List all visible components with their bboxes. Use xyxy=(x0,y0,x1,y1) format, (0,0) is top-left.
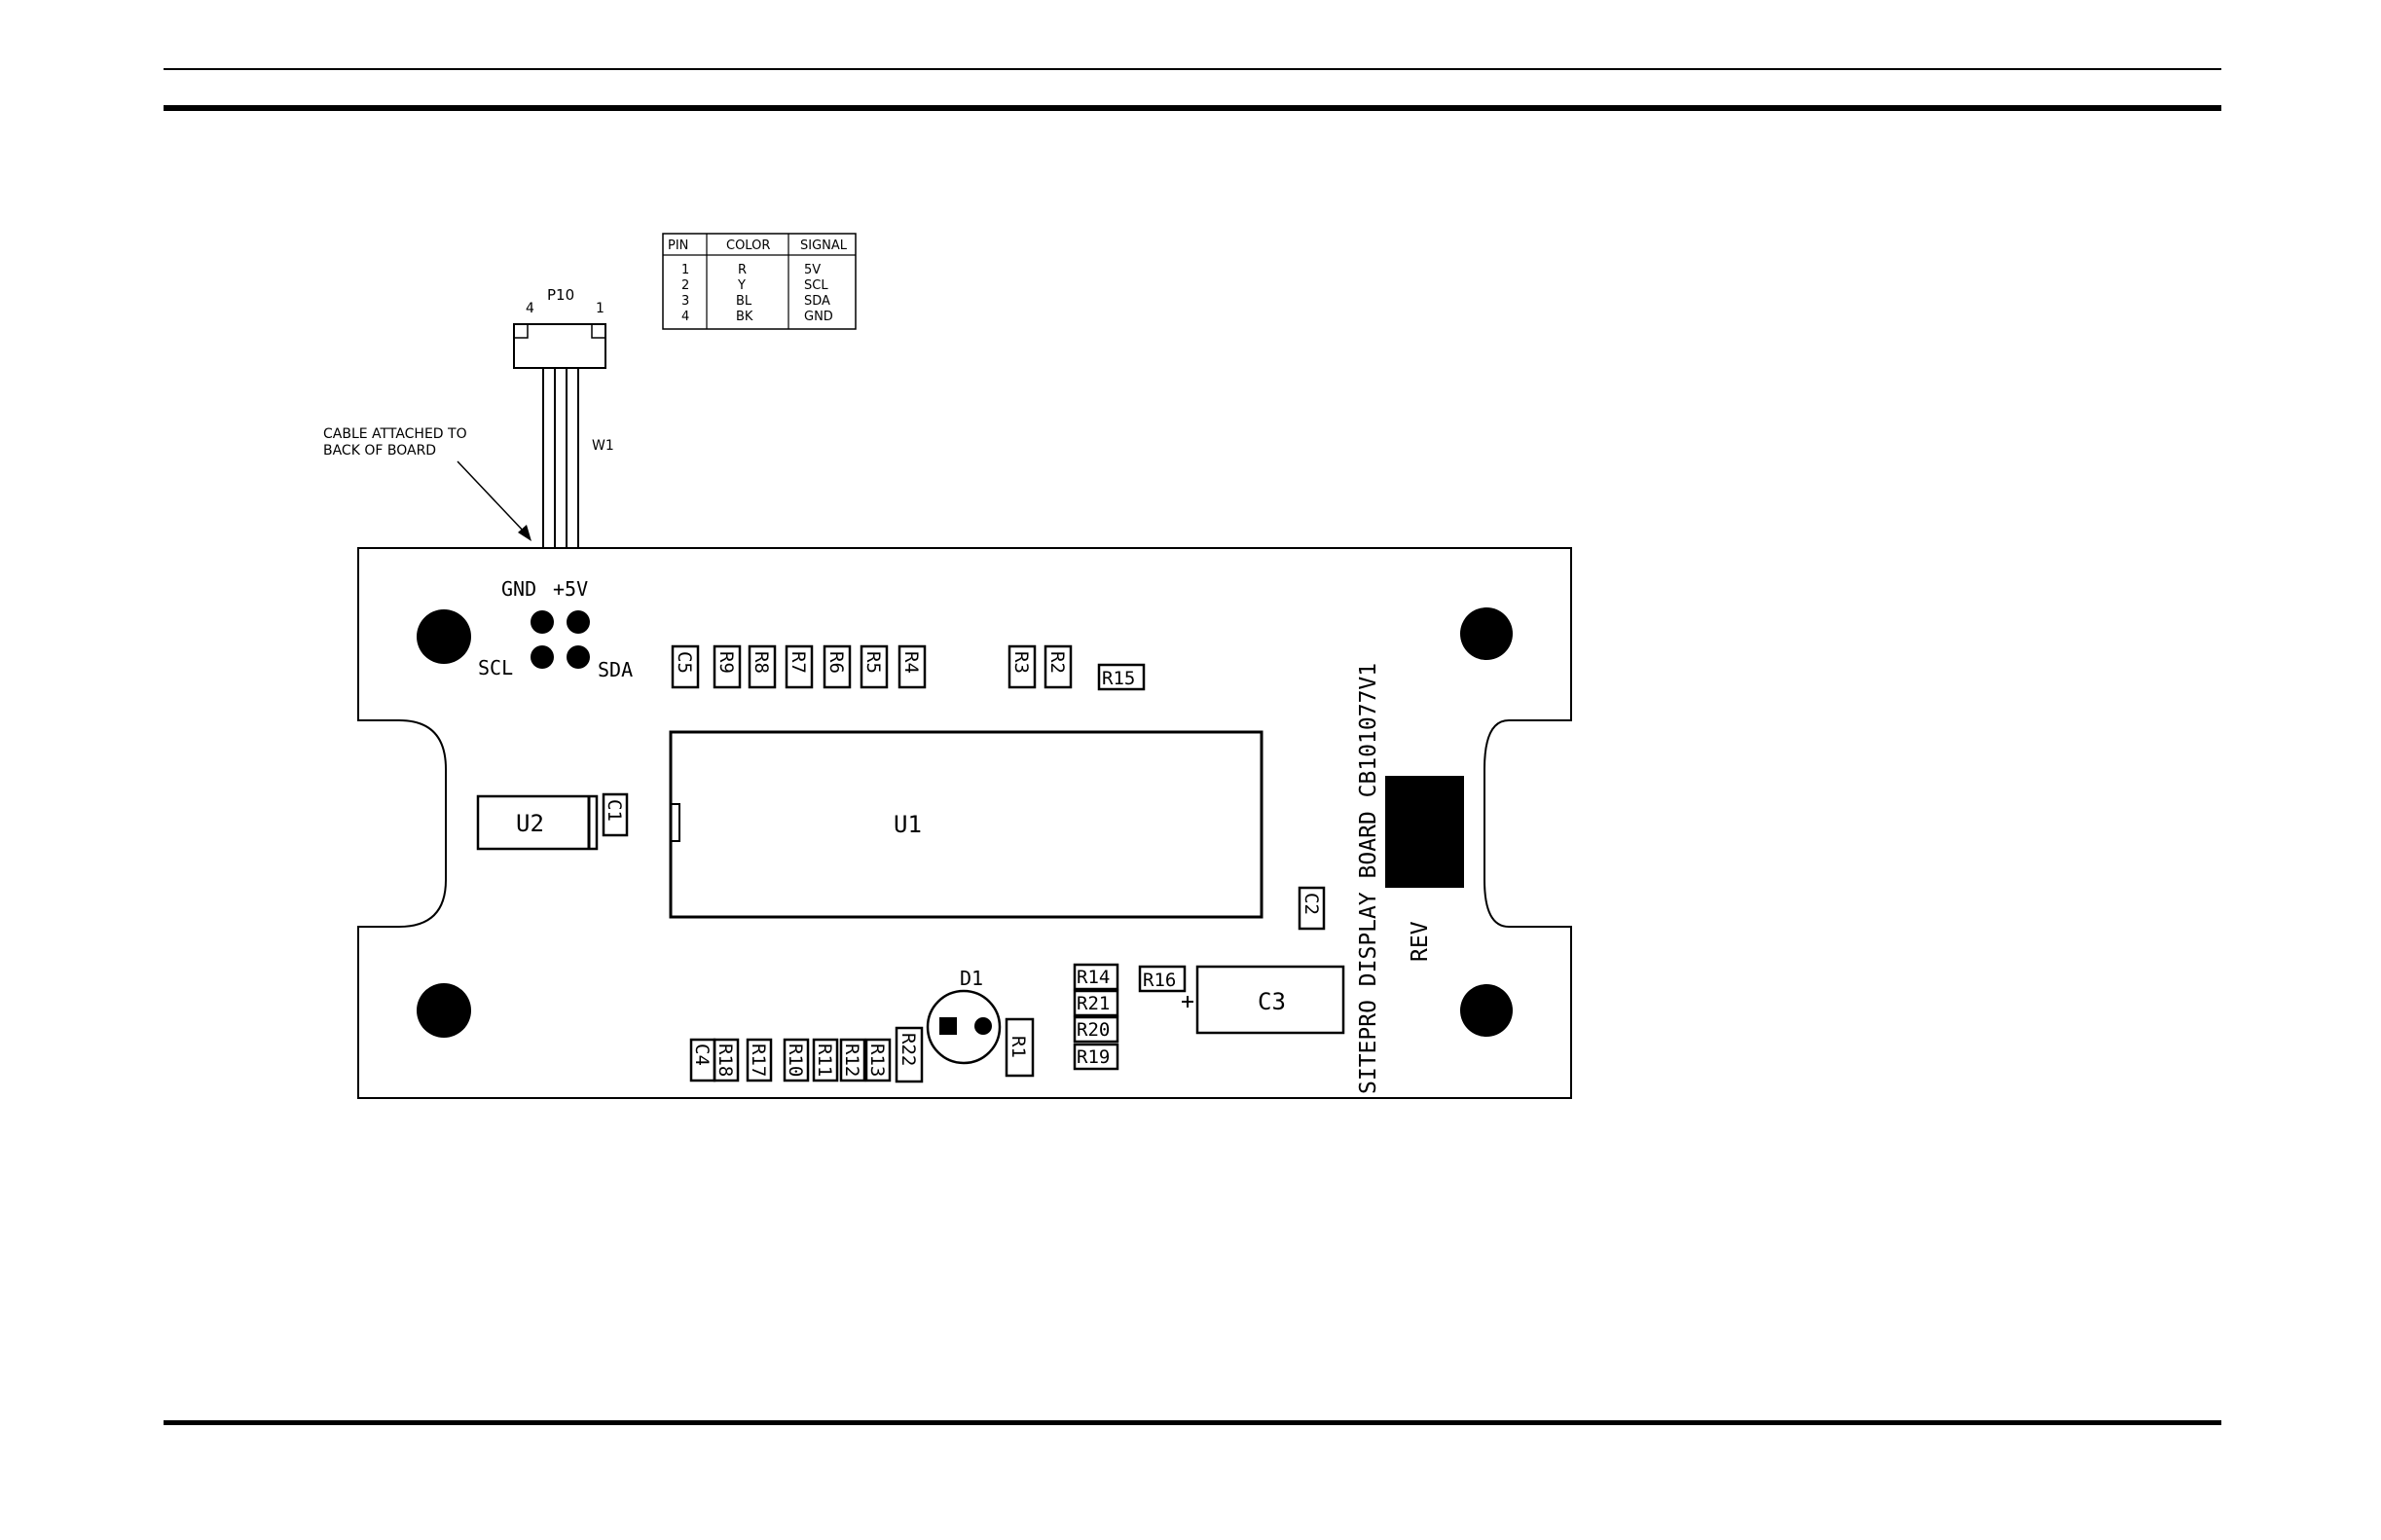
mounting-hole xyxy=(417,983,471,1038)
label-r4: R4 xyxy=(900,651,922,674)
pad-label-5v: +5V xyxy=(553,577,588,601)
label-r6: R6 xyxy=(825,651,847,674)
label-r22: R22 xyxy=(897,1033,919,1066)
pin-table-cell: 3 xyxy=(681,294,689,309)
pin-table-cell: SDA xyxy=(804,294,830,309)
label-r13: R13 xyxy=(866,1044,888,1077)
label-r20: R20 xyxy=(1077,1019,1110,1041)
ic-u1: U1 xyxy=(671,732,1262,917)
pin-table-header-pin: PIN xyxy=(668,238,688,253)
cable-note-line-2: BACK OF BOARD xyxy=(323,443,436,458)
top-resistor-row: C5 R9 R8 R7 R6 R5 R4 R3 R2 R15 xyxy=(673,646,1144,689)
label-r21: R21 xyxy=(1077,993,1110,1014)
label-r7: R7 xyxy=(788,651,809,674)
mounting-hole xyxy=(417,609,471,664)
resistor-stack: R14 R21 R20 R19 R16 xyxy=(1075,965,1185,1069)
pad-label-sda: SDA xyxy=(598,658,633,681)
board-label: SITEPRO DISPLAY BOARD CB101077V1 xyxy=(1356,663,1381,1094)
cable-note-line-1: CABLE ATTACHED TO xyxy=(323,426,467,442)
label-c3: C3 xyxy=(1258,988,1286,1015)
led-d1: D1 xyxy=(928,967,1000,1063)
pin-table-cell: 4 xyxy=(681,310,689,324)
label-r16: R16 xyxy=(1143,970,1176,991)
label-c2: C2 xyxy=(1300,893,1322,915)
pin-table: PIN COLOR SIGNAL 1 R 5V 2 Y SCL 3 BL SDA… xyxy=(663,234,856,329)
label-r9: R9 xyxy=(715,651,737,674)
footer-rule xyxy=(164,1420,2221,1425)
connector-pin-left: 4 xyxy=(526,301,534,316)
label-c4: C4 xyxy=(691,1044,713,1066)
label-r19: R19 xyxy=(1077,1046,1110,1068)
pin-table-cell: 5V xyxy=(804,263,821,277)
capacitor-c2: C2 xyxy=(1300,888,1324,929)
pin-table-cell: Y xyxy=(737,278,746,293)
label-r14: R14 xyxy=(1077,967,1110,988)
header-pads: GND +5V SCL SDA xyxy=(478,577,633,681)
pad-label-gnd: GND xyxy=(501,577,536,601)
regulator-u2: U2 xyxy=(478,796,597,849)
label-r8: R8 xyxy=(751,651,772,674)
label-u2: U2 xyxy=(516,810,544,837)
cable-label: W1 xyxy=(592,438,614,454)
cable-note: CABLE ATTACHED TO BACK OF BOARD xyxy=(323,426,531,541)
pin-table-header-color: COLOR xyxy=(726,238,770,253)
connector-pin-right: 1 xyxy=(596,301,604,316)
mounting-hole xyxy=(1460,984,1513,1037)
pin-table-cell: GND xyxy=(804,310,833,324)
label-r11: R11 xyxy=(814,1044,835,1077)
label-c1: C1 xyxy=(604,799,625,822)
label-r15: R15 xyxy=(1102,668,1135,689)
label-r5: R5 xyxy=(862,651,884,674)
pin-table-cell: BK xyxy=(736,310,753,324)
label-d1: D1 xyxy=(960,967,983,990)
capacitor-c3: C3 xyxy=(1182,967,1343,1033)
label-u1: U1 xyxy=(894,811,922,838)
rev-block xyxy=(1385,776,1464,888)
connector-p10: P10 4 1 xyxy=(514,286,605,368)
pad-label-scl: SCL xyxy=(478,656,513,679)
pin-table-cell: R xyxy=(738,263,747,277)
pin-table-cell: 2 xyxy=(681,278,689,293)
label-r3: R3 xyxy=(1010,651,1032,674)
rev-label: REV xyxy=(1408,921,1433,962)
label-r10: R10 xyxy=(785,1044,806,1077)
cable-w1: W1 xyxy=(543,368,614,548)
mounting-hole xyxy=(1460,607,1513,660)
label-r1: R1 xyxy=(1007,1036,1029,1058)
label-r17: R17 xyxy=(748,1044,769,1077)
label-r2: R2 xyxy=(1046,651,1068,674)
connector-name: P10 xyxy=(547,286,574,304)
label-c5: C5 xyxy=(674,651,695,674)
pin-table-cell: SCL xyxy=(804,278,828,293)
capacitor-c1: C1 xyxy=(604,794,627,835)
pin-table-cell: 1 xyxy=(681,263,689,277)
pin-table-header-signal: SIGNAL xyxy=(800,238,848,253)
label-r18: R18 xyxy=(714,1044,736,1077)
label-r12: R12 xyxy=(841,1044,862,1077)
pin-table-cell: BL xyxy=(736,294,752,309)
